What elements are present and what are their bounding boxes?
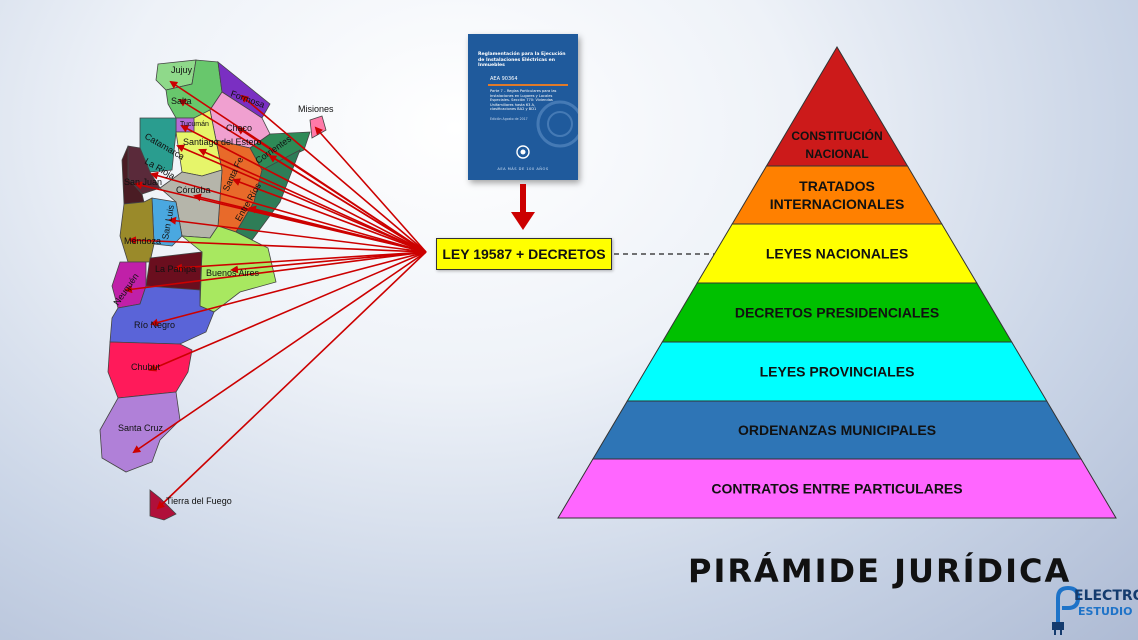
arrow-to-chubut bbox=[148, 251, 427, 372]
pyramid-level-tratados-internacionales-label: INTERNACIONALES bbox=[770, 196, 905, 212]
arrow-to-santa-cruz bbox=[132, 251, 427, 454]
province-label-santa-cruz: Santa Cruz bbox=[118, 423, 164, 433]
logo-line-1: ELECTRO bbox=[1074, 588, 1138, 604]
legal-pyramid: CONSTITUCIÓN NACIONAL TRATADOS INTERNACIONA… bbox=[557, 46, 1117, 519]
arrow-to-santa-fe bbox=[232, 178, 427, 253]
electro-estudio-logo: ELECTRO ESTUDIO bbox=[1046, 584, 1138, 636]
document-edition: Edición Agosto de 2017 bbox=[490, 117, 528, 121]
province-label-buenos-aires: Buenos Aires bbox=[206, 268, 260, 278]
arrow-to-entre-rios bbox=[248, 205, 427, 253]
logo-line-2: ESTUDIO bbox=[1078, 605, 1133, 618]
plug-icon bbox=[1052, 585, 1080, 635]
arrow-to-tucuman bbox=[180, 125, 427, 253]
aea-seal-icon bbox=[516, 100, 578, 159]
arrow-to-san-luis bbox=[168, 216, 427, 253]
pyramid-level-tratados-internacionales bbox=[731, 165, 943, 225]
province-label-tucuman: Tucumán bbox=[180, 121, 209, 128]
province-label-chaco: Chaco bbox=[226, 123, 252, 133]
arrow-to-tierra-del-fuego bbox=[156, 251, 427, 510]
province-label-rio-negro: Río Negro bbox=[134, 320, 175, 330]
province-label-cordoba: Córdoba bbox=[176, 185, 211, 195]
pyramid-level-constitucion-nacional-label: NACIONAL bbox=[805, 147, 868, 161]
province-label-mendoza: Mendoza bbox=[124, 236, 161, 246]
province-label-chubut: Chubut bbox=[131, 362, 161, 372]
arrow-to-buenos-aires bbox=[230, 251, 427, 274]
pyramid-level-leyes-nacionales-label: LEYES NACIONALES bbox=[766, 246, 908, 262]
province-rio-negro bbox=[109, 285, 215, 345]
document-subtitle: Parte 7 – Reglas Particulares para las I… bbox=[490, 89, 557, 112]
arrow-to-santiago-del-estero bbox=[198, 148, 427, 253]
down-arrow-icon bbox=[511, 184, 535, 230]
document-title: Reglamentación para la Ejecución de Inst… bbox=[478, 52, 566, 69]
arrow-to-chaco bbox=[236, 126, 427, 253]
pyramid-level-leyes-provinciales-label: LEYES PROVINCIALES bbox=[760, 364, 915, 380]
pyramid-level-tratados-internacionales-label: TRATADOS bbox=[799, 178, 875, 194]
arrow-to-rio-negro bbox=[150, 251, 427, 327]
aea-document-cover: Reglamentación para la Ejecución de Inst… bbox=[468, 34, 578, 180]
province-santa-cruz bbox=[99, 391, 181, 473]
province-label-santiago-del-estero: Santiago del Estero bbox=[183, 137, 262, 147]
document-code: AEA 90364 bbox=[490, 76, 518, 82]
province-label-jujuy: Jujuy bbox=[171, 65, 193, 75]
arrow-to-mendoza bbox=[128, 236, 427, 253]
province-mendoza bbox=[119, 197, 155, 263]
arrow-to-la-pampa bbox=[174, 251, 427, 272]
document-footer: AEA MÁS DE 100 AÑOS bbox=[497, 167, 549, 171]
province-misiones bbox=[309, 115, 327, 139]
province-label-salta: Salta bbox=[171, 96, 192, 106]
province-label-la-pampa: La Pampa bbox=[155, 264, 196, 274]
pyramid-title: PIRÁMIDE JURÍDICA bbox=[688, 552, 1072, 590]
pyramid-level-ordenanzas-municipales-label: ORDENANZAS MUNICIPALES bbox=[738, 422, 936, 438]
province-label-misiones: Misiones bbox=[298, 104, 334, 114]
arrow-to-formosa bbox=[240, 94, 427, 253]
province-label-tierra-del-fuego: Tierra del Fuego bbox=[166, 496, 232, 506]
pyramid-level-decretos-presidenciales-label: DECRETOS PRESIDENCIALES bbox=[735, 305, 939, 321]
arrow-to-neuquen bbox=[124, 251, 427, 294]
arrow-to-misiones bbox=[314, 126, 427, 253]
pyramid-level-contratos-entre-particulares bbox=[557, 458, 1117, 519]
ley-19587-box: LEY 19587 + DECRETOS bbox=[436, 238, 612, 270]
pyramid-level-constitucion-nacional-label: CONSTITUCIÓN bbox=[791, 128, 882, 143]
document-accent-bar bbox=[488, 84, 568, 86]
arrow-to-la-rioja bbox=[150, 171, 427, 253]
province-label-san-juan: San Juan bbox=[124, 177, 162, 187]
arrow-to-catamarca bbox=[176, 144, 427, 253]
arrow-to-corrientes bbox=[268, 154, 427, 253]
pyramid-level-contratos-entre-particulares-label: CONTRATOS ENTRE PARTICULARES bbox=[711, 481, 962, 497]
